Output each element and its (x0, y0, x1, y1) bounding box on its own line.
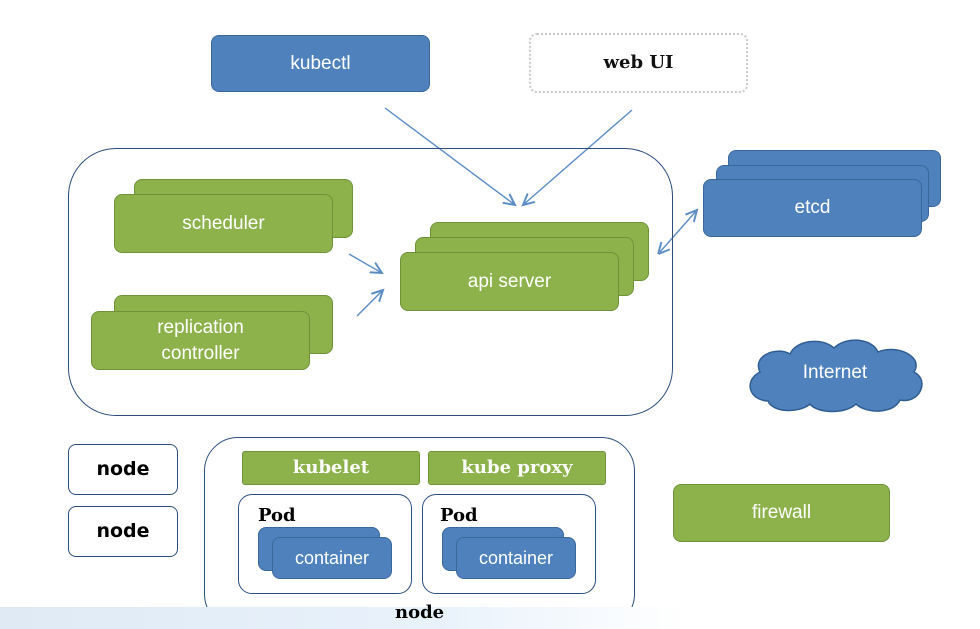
arrow-kubectl-to-api (384, 107, 515, 205)
kubelet-label: kubelet (292, 456, 370, 478)
etcd-box: etcd (703, 179, 922, 237)
bottom-decoration (0, 607, 980, 629)
replication-controller-label-line2: controller (161, 342, 240, 364)
node-box-1: node (68, 444, 178, 495)
scheduler-box: scheduler (114, 194, 333, 253)
internet-cloud: Internet (746, 352, 924, 394)
container-2-label: container (478, 547, 554, 568)
pod-2-box (422, 494, 596, 594)
firewall-box: firewall (673, 484, 890, 542)
container-1-box: container (272, 537, 392, 579)
web-ui-label: web UI (603, 51, 674, 73)
api-server-box: api server (400, 252, 619, 311)
node-box-2: node (68, 506, 178, 557)
kube-proxy-box: kube proxy (428, 451, 606, 485)
node-box-2-label: node (96, 519, 150, 542)
pod-1-label: Pod (258, 505, 296, 526)
container-1-label: container (294, 547, 370, 568)
pod-1-box (238, 494, 412, 594)
scheduler-label: scheduler (182, 212, 265, 234)
replication-controller-box: replication controller (91, 311, 310, 370)
kubectl-label: kubectl (290, 52, 351, 74)
etcd-label: etcd (794, 197, 831, 219)
internet-cloud-shape (749, 339, 923, 413)
api-server-label: api server (467, 270, 552, 292)
kubelet-box: kubelet (242, 451, 420, 485)
pod-2-label: Pod (440, 505, 478, 526)
worker-node-label: node (395, 602, 445, 623)
kubectl-box: kubectl (211, 35, 430, 92)
arrow-api-etcd (660, 210, 697, 252)
container-2-box: container (456, 537, 576, 579)
arrow-webui-to-api (523, 109, 633, 205)
arrow-scheduler-to-api (348, 253, 382, 273)
kube-proxy-label: kube proxy (461, 456, 573, 478)
master-node-container (68, 148, 673, 416)
replication-controller-label-line1: replication (157, 316, 244, 338)
node-box-1-label: node (96, 457, 150, 480)
web-ui-box: web UI (529, 33, 748, 93)
firewall-label: firewall (751, 502, 812, 524)
internet-label: Internet (802, 362, 868, 384)
arrow-rc-to-api (356, 290, 383, 317)
